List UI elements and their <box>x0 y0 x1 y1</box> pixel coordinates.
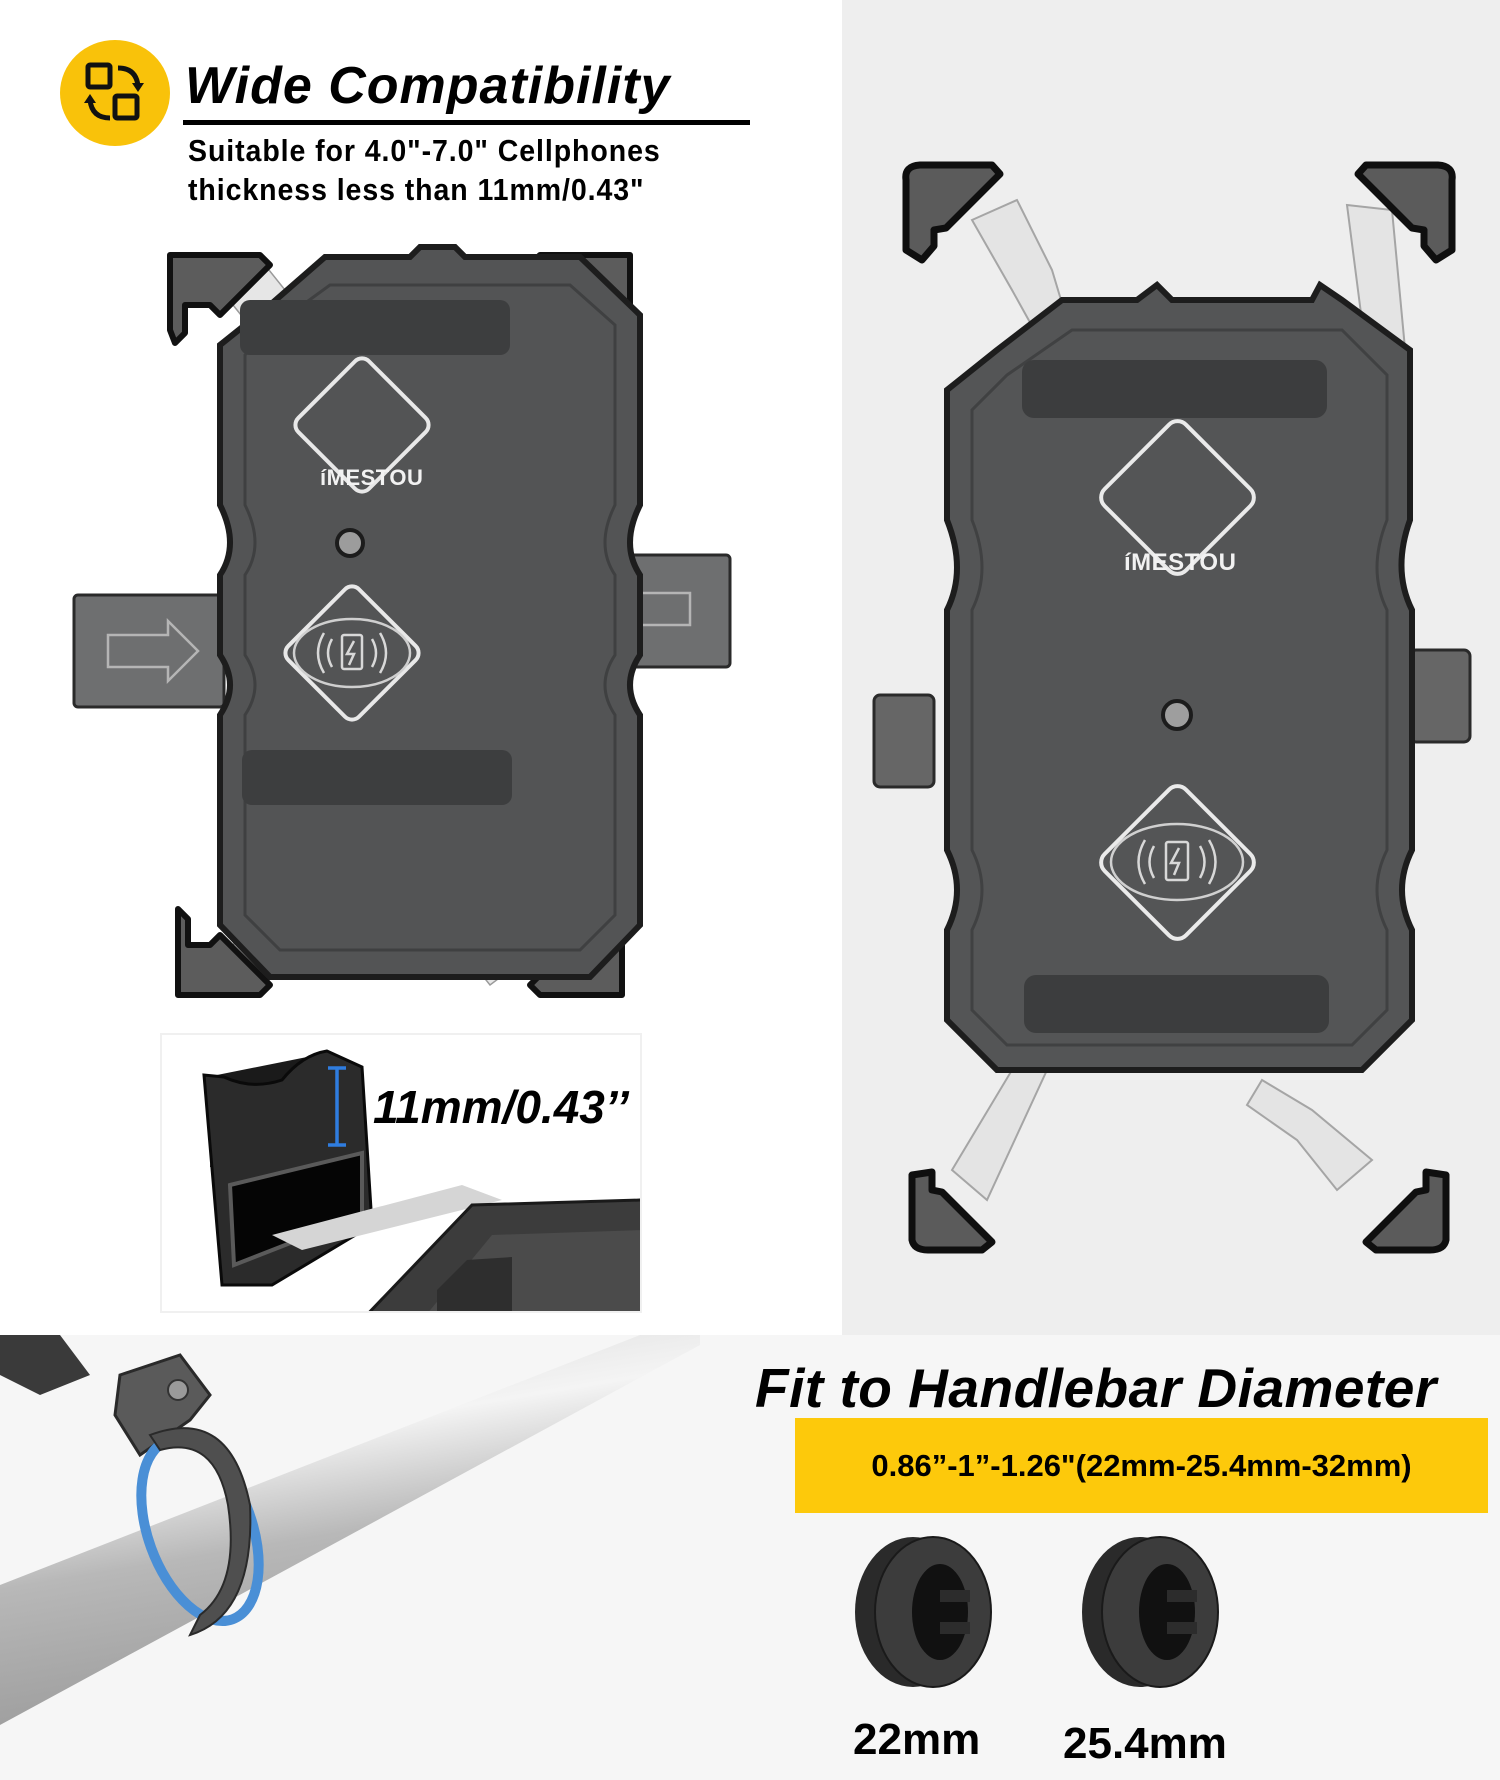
thickness-measure-bracket <box>328 1066 346 1147</box>
right-panel: íMESTOU <box>842 0 1500 1335</box>
diameter-range-band: 0.86”-1”-1.26"(22mm-25.4mm-32mm) <box>795 1418 1488 1513</box>
phone-holder-front-illustration <box>72 244 732 998</box>
ring-label-22mm: 22mm <box>853 1715 981 1764</box>
thickness-inset <box>160 1033 642 1313</box>
wireless-charging-icon <box>1099 784 1256 941</box>
brand-logo-text: íMESTOU <box>320 465 424 490</box>
arrow-right-icon <box>106 617 200 685</box>
left-side-clamp <box>72 593 226 709</box>
holder-body <box>217 244 643 980</box>
title-underline <box>183 120 750 125</box>
handlebar-mount-illustration <box>0 1335 700 1725</box>
brand-diamond <box>293 356 431 494</box>
subtitle-thickness: thickness less than 11mm/0.43" <box>188 172 645 207</box>
ring-label-25-4mm: 25.4mm <box>1063 1719 1227 1768</box>
diameter-range-text: 0.86”-1”-1.26"(22mm-25.4mm-32mm) <box>871 1447 1412 1483</box>
thickness-label: 11mm/0.43’’ <box>373 1081 629 1133</box>
wireless-charging-icon <box>283 584 421 722</box>
rubber-ring-22mm <box>855 1536 992 1688</box>
handlebar-diameter-title: Fit to Handlebar Diameter <box>755 1357 1437 1419</box>
phone-holder-extended-illustration <box>872 161 1472 1254</box>
wide-compatibility-title: Wide Compatibility <box>185 57 671 115</box>
brand-logo-text: íMESTOU <box>1124 549 1237 576</box>
rubber-ring-25-4mm <box>1082 1536 1219 1688</box>
compatibility-icon-badge <box>60 40 170 146</box>
left-panel: Wide Compatibility Suitable for 4.0"-7.0… <box>0 0 842 1335</box>
release-button <box>335 528 365 558</box>
subtitle-size-range: Suitable for 4.0"-7.0" Cellphones <box>188 133 661 168</box>
release-button <box>1161 699 1193 731</box>
holder-body <box>944 280 1415 1073</box>
clamp-closeup-illustration <box>202 1049 640 1311</box>
handlebar-section: Fit to Handlebar Diameter 0.86”-1”-1.26"… <box>0 1335 1500 1780</box>
swap-devices-icon <box>84 62 144 121</box>
